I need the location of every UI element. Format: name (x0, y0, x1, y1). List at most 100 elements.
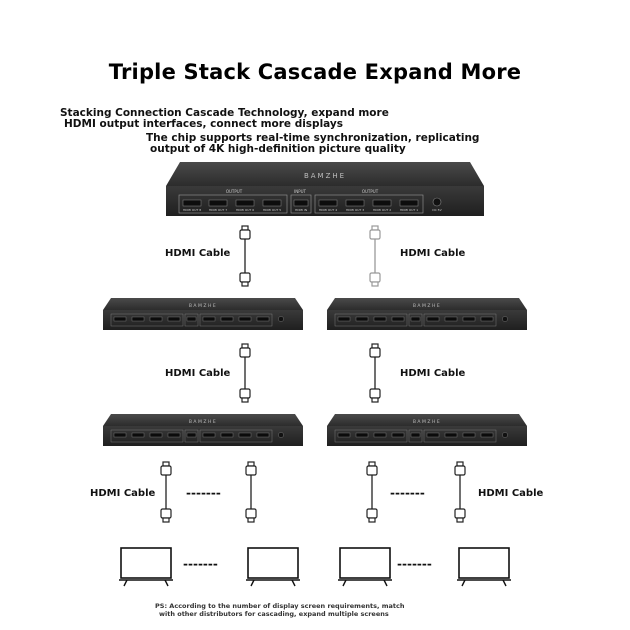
splitter-level2-left-port-7 (220, 316, 234, 322)
splitter-level2-left-power-jack (278, 316, 284, 322)
ps-note-line-1: PS: According to the number of display s… (155, 602, 405, 610)
subtitle-stacking-line-1: Stacking Connection Cascade Technology, … (60, 107, 389, 119)
main-port-out2: HDMI OUT 2 (373, 208, 391, 212)
main-port-out3: HDMI OUT 3 (346, 208, 364, 212)
dashes-l3-left: ------- (186, 486, 221, 500)
cable-main-right (369, 225, 381, 287)
cable-label-l3-right: HDMI Cable (478, 488, 543, 499)
units-layer: BAMZHE BAMZHE BAMZHE BAMZHE (103, 298, 527, 446)
main-port-out5: HDMI OUT 5 (263, 208, 281, 212)
main-splitter-output-right-label: OUTPUT (362, 189, 379, 194)
cable-l2-right (369, 343, 381, 403)
subtitle-chip: The chip supports real-time synchronizat… (146, 133, 479, 155)
splitter-level3-left-port-1 (113, 432, 127, 438)
splitter-level2-right-port-2 (355, 316, 369, 322)
splitter-level3-left: BAMZHE (103, 414, 303, 446)
tv-1 (119, 547, 173, 587)
cable-l3-a (160, 461, 172, 523)
main-splitter-output-left-label: OUTPUT (226, 189, 243, 194)
main-port-in: HDMI IN (295, 208, 307, 212)
splitter-level3-right-port-2 (355, 432, 369, 438)
splitter-level2-left-brand: BAMZHE (189, 303, 217, 309)
subtitle-stacking: Stacking Connection Cascade Technology, … (60, 108, 389, 130)
splitter-level2-right-power-jack (502, 316, 508, 322)
splitter-level2-left-port-8 (238, 316, 252, 322)
splitter-level3-right-port-6 (426, 432, 440, 438)
splitter-level2-right-brand: BAMZHE (413, 303, 441, 309)
cable-label-l2-left: HDMI Cable (165, 368, 230, 379)
tv-2 (246, 547, 300, 587)
splitter-level3-left-port-2 (131, 432, 145, 438)
cable-label-l3-left: HDMI Cable (90, 488, 155, 499)
dashes-tv-left: ------- (183, 557, 218, 571)
splitter-level2-right: BAMZHE (327, 298, 527, 330)
main-splitter-input-label: INPUT (294, 189, 307, 194)
splitter-level2-left-port-2 (131, 316, 145, 322)
splitter-level3-left-port-9 (256, 432, 270, 438)
splitter-level3-left-port-3 (149, 432, 163, 438)
splitter-level3-right-port-7 (444, 432, 458, 438)
splitter-level2-right-port-8 (462, 316, 476, 322)
cable-label-l2-right: HDMI Cable (400, 368, 465, 379)
splitter-level3-right-power-jack (502, 432, 508, 438)
dashes-l3-right: ------- (390, 486, 425, 500)
splitter-level3-right-port-4 (391, 432, 405, 438)
subtitle-chip-line-1: The chip supports real-time synchronizat… (146, 132, 480, 144)
splitter-level3-left-port-5 (186, 432, 197, 438)
cables-layer (160, 225, 466, 523)
splitter-level2-left-port-3 (149, 316, 163, 322)
tvs-layer (119, 547, 511, 587)
main-port-out4: HDMI OUT 4 (319, 208, 337, 212)
splitter-level3-right-port-1 (337, 432, 351, 438)
ps-note: PS: According to the number of display s… (155, 602, 404, 618)
splitter-level2-right-port-9 (480, 316, 494, 322)
splitter-level3-left-port-6 (202, 432, 216, 438)
splitter-level3-right-port-8 (462, 432, 476, 438)
main-port-out1: HDMI OUT 1 (400, 208, 418, 212)
main-port-out6: HDMI OUT 6 (236, 208, 254, 212)
cable-main-left (239, 225, 251, 287)
splitter-level3-left-port-7 (220, 432, 234, 438)
cable-l3-d (454, 461, 466, 523)
splitter-level2-left-port-9 (256, 316, 270, 322)
ps-note-line-2: with other distributors for cascading, e… (159, 610, 389, 618)
splitter-level3-right-port-3 (373, 432, 387, 438)
page-title: Triple Stack Cascade Expand More (108, 60, 522, 84)
splitter-level2-left: BAMZHE (103, 298, 303, 330)
splitter-level3-right-brand: BAMZHE (413, 419, 441, 425)
splitter-level2-right-port-1 (337, 316, 351, 322)
splitter-level3-right-port-5 (410, 432, 421, 438)
splitter-level2-left-port-4 (167, 316, 181, 322)
splitter-level3-left-port-8 (238, 432, 252, 438)
subtitle-stacking-line-2: HDMI output interfaces, connect more dis… (64, 118, 344, 130)
cable-label-main-left: HDMI Cable (165, 248, 230, 259)
splitter-level2-left-port-1 (113, 316, 127, 322)
main-splitter-brand: BAMZHE (304, 172, 346, 180)
splitter-level3-right: BAMZHE (327, 414, 527, 446)
tv-3 (338, 547, 392, 587)
main-port-out8: HDMI OUT 8 (183, 208, 201, 212)
main-splitter: BAMZHE OUTPUT INPUT OUTPUT HDMI OUT 8 HD… (166, 162, 484, 216)
splitter-level2-right-port-6 (426, 316, 440, 322)
main-power-label: DC 5V (432, 208, 442, 212)
splitter-level2-right-port-7 (444, 316, 458, 322)
cable-l3-c (366, 461, 378, 523)
subtitle-chip-line-2: output of 4K high-definition picture qua… (150, 143, 406, 155)
splitter-level2-left-port-5 (186, 316, 197, 322)
dashes-tv-right: ------- (397, 557, 432, 571)
splitter-level3-left-brand: BAMZHE (189, 419, 217, 425)
tv-4 (457, 547, 511, 587)
splitter-level3-left-power-jack (278, 432, 284, 438)
cable-label-main-right: HDMI Cable (400, 248, 465, 259)
splitter-level2-right-port-5 (410, 316, 421, 322)
splitter-level2-right-port-4 (391, 316, 405, 322)
splitter-level2-left-port-6 (202, 316, 216, 322)
splitter-level2-right-port-3 (373, 316, 387, 322)
main-power-jack (432, 197, 442, 207)
splitter-level3-right-port-9 (480, 432, 494, 438)
cable-l2-left (239, 343, 251, 403)
splitter-level3-left-port-4 (167, 432, 181, 438)
main-port-out7: HDMI OUT 7 (209, 208, 227, 212)
